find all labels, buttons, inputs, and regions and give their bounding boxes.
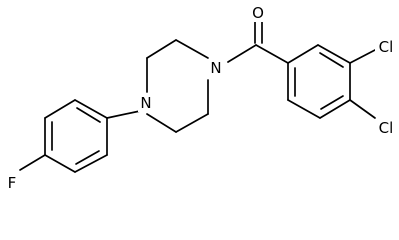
molecule-structure: O N N Cl Cl F (7, 4, 394, 192)
fluorophenyl-ring (44, 99, 108, 173)
amide-bond (227, 44, 257, 63)
nitrogen-acyl-label: N (210, 59, 221, 77)
piperazine-ring (146, 39, 209, 133)
chlorine-3-bond (349, 49, 376, 64)
aryl-amine-bond (106, 110, 141, 119)
oxygen-label: O (252, 4, 264, 22)
chlorine-4-label: Cl (379, 119, 394, 137)
chlorine-3-label: Cl (379, 38, 394, 56)
fluorine-label: F (8, 174, 17, 192)
nitrogen-aryl-label: N (140, 94, 151, 112)
carbonyl-aryl-bond (255, 44, 289, 64)
chlorine-4-bond (349, 99, 376, 119)
dichlorophenyl-ring (287, 44, 351, 119)
fluorine-bond (19, 154, 46, 171)
